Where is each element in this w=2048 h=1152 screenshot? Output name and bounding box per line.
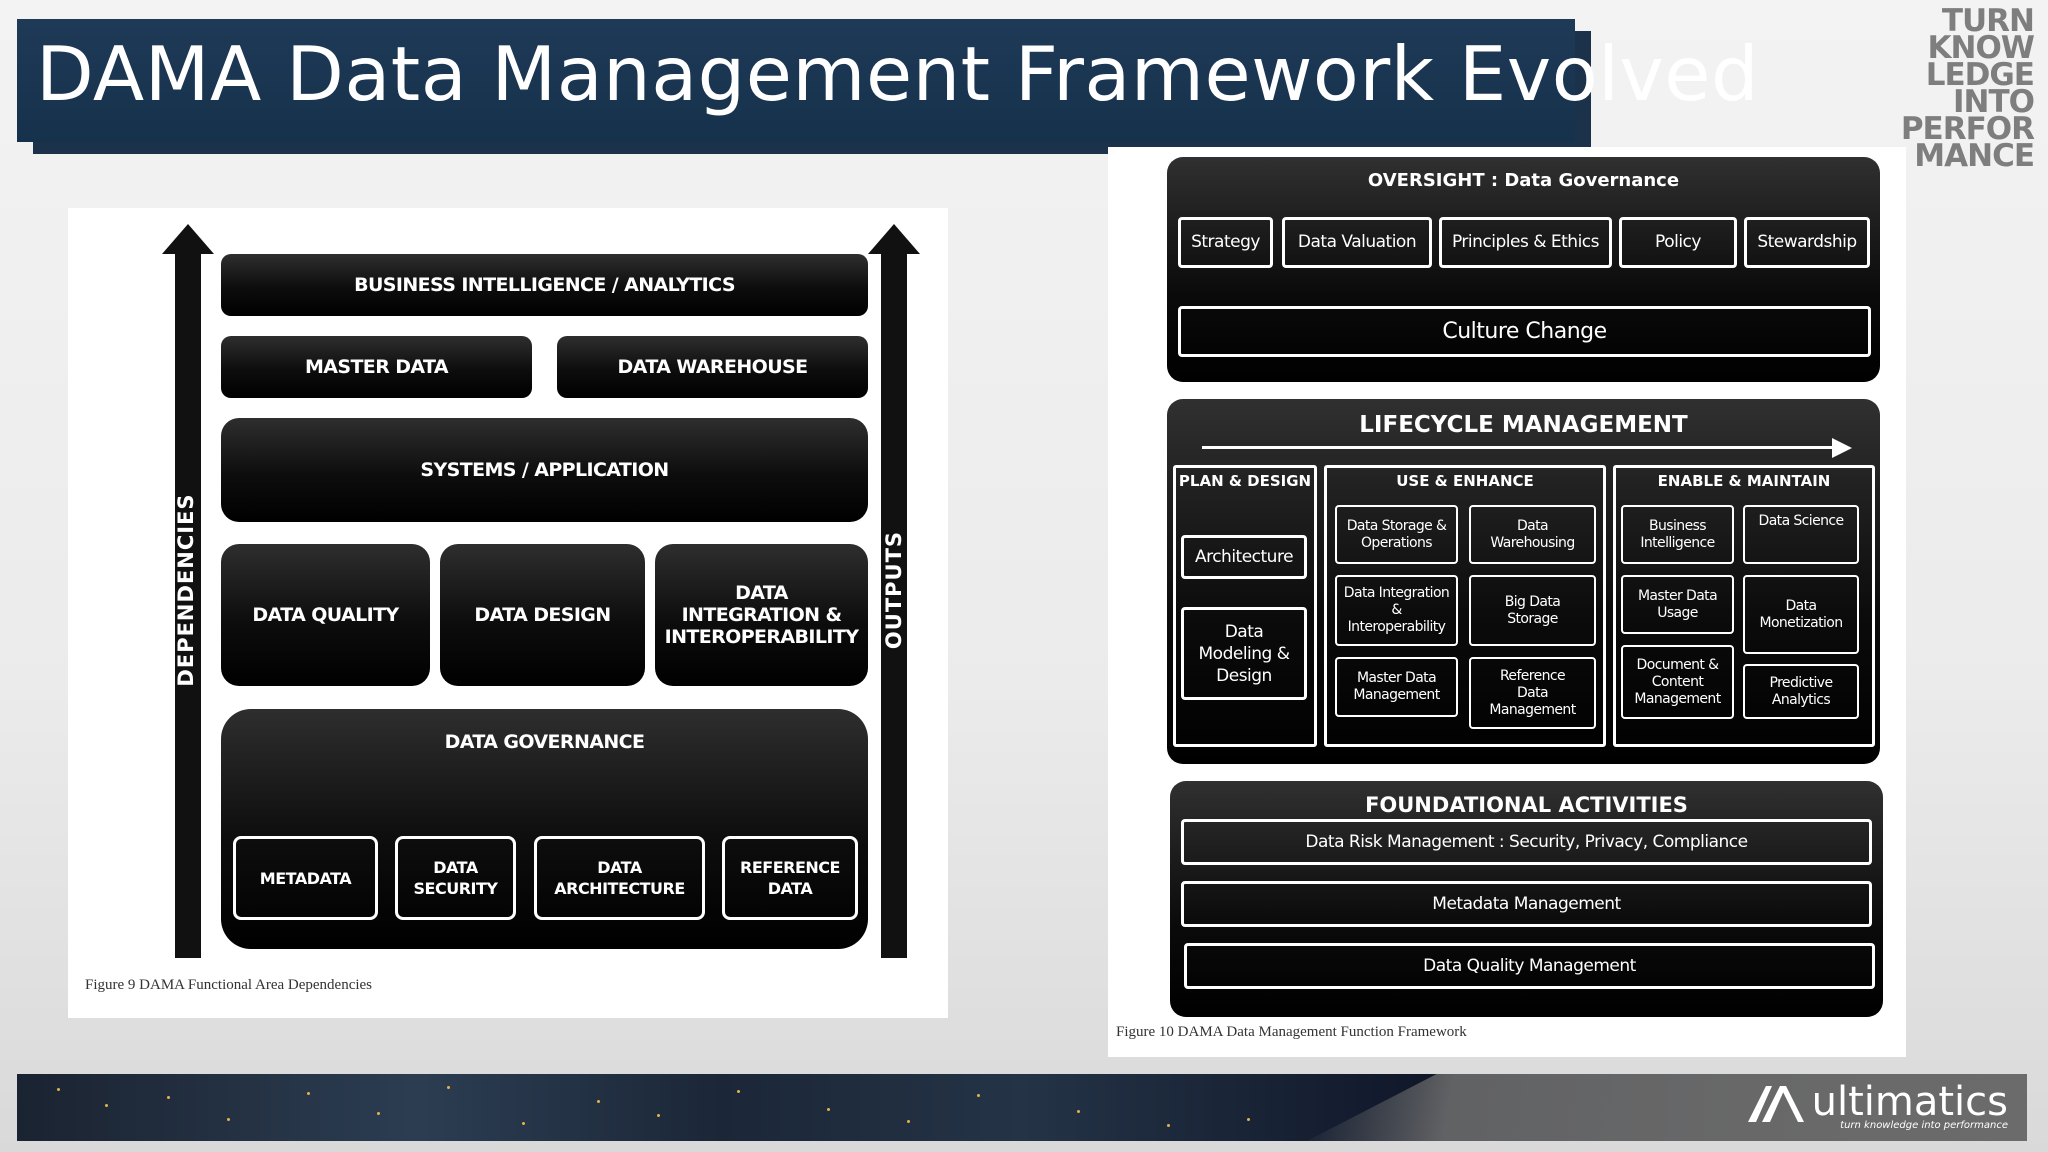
outputs-arrow: [881, 252, 907, 958]
reference-data-box: REFERENCE DATA: [722, 836, 858, 920]
enable-maintain-head: ENABLE & MAINTAIN: [1657, 472, 1831, 490]
slogan-line: KNOW: [1927, 30, 2035, 66]
bi-analytics-box: BUSINESS INTELLIGENCE / ANALYTICS: [221, 254, 868, 316]
culture-change-box: Culture Change: [1178, 306, 1871, 357]
data-quality-box: DATA QUALITY: [221, 544, 430, 686]
master-data-management-box: Master Data Management: [1335, 657, 1458, 717]
strategy-box: Strategy: [1178, 217, 1273, 268]
arrow-up-icon: [868, 224, 920, 254]
data-warehousing-box: Data Warehousing: [1469, 505, 1596, 564]
logo-text: ultimatics: [1811, 1079, 2008, 1125]
oversight-title: OVERSIGHT : Data Governance: [1367, 170, 1680, 191]
metadata-box: METADATA: [233, 836, 378, 920]
figure-caption: Figure 10 DAMA Data Management Function …: [1116, 1024, 1467, 1040]
oversight-section: OVERSIGHT : Data Governance Strategy Dat…: [1167, 157, 1880, 382]
function-framework-figure: OVERSIGHT : Data Governance Strategy Dat…: [1108, 147, 1906, 1057]
document-content-box: Document & Content Management: [1621, 645, 1734, 719]
foundational-section: FOUNDATIONAL ACTIVITIES Data Risk Manage…: [1170, 781, 1883, 1017]
policy-box: Policy: [1619, 217, 1737, 268]
enable-maintain-column: ENABLE & MAINTAIN Business Intelligence …: [1613, 465, 1875, 747]
slogan-line: INTO: [1953, 84, 2035, 120]
data-valuation-box: Data Valuation: [1282, 217, 1432, 268]
data-security-box: DATA SECURITY: [395, 836, 516, 920]
lifecycle-section: LIFECYCLE MANAGEMENT PLAN & DESIGN Archi…: [1167, 399, 1880, 764]
data-storage-box: Data Storage & Operations: [1335, 505, 1458, 564]
footer-wedge: [1307, 1074, 2027, 1141]
slogan-line: PERFOR: [1900, 111, 2035, 147]
data-warehouse-box: DATA WAREHOUSE: [557, 336, 868, 398]
logo-tagline: turn knowledge into performance: [1840, 1120, 2008, 1131]
company-logo: ultimatics: [1747, 1079, 2008, 1125]
use-enhance-head: USE & ENHANCE: [1396, 472, 1534, 490]
data-integration-box: DATA INTEGRATION & INTEROPERABILITY: [655, 544, 868, 686]
data-quality-management-box: Data Quality Management: [1184, 943, 1875, 989]
dependencies-figure: DEPENDENCIES OUTPUTS BUSINESS INTELLIGEN…: [68, 208, 948, 1018]
plan-design-column: PLAN & DESIGN Architecture Data Modeling…: [1173, 465, 1317, 747]
slogan: TURN KNOW LEDGE INTO PERFOR MANCE: [1884, 3, 2035, 174]
slogan-line: MANCE: [1914, 138, 2035, 174]
big-data-storage-box: Big Data Storage: [1469, 575, 1596, 646]
data-modeling-box: Data Modeling & Design: [1181, 607, 1307, 700]
data-governance-title: DATA GOVERNANCE: [444, 731, 645, 753]
architecture-box: Architecture: [1181, 535, 1307, 579]
foundational-title: FOUNDATIONAL ACTIVITIES: [1365, 793, 1688, 817]
use-enhance-column: USE & ENHANCE Data Storage & Operations …: [1324, 465, 1606, 747]
master-data-usage-box: Master Data Usage: [1621, 575, 1734, 634]
logo-m-icon: [1747, 1086, 1804, 1122]
arrow-right-icon: [1832, 438, 1852, 458]
data-design-box: DATA DESIGN: [440, 544, 645, 686]
data-integration-box: Data Integration & Interoperability: [1335, 575, 1458, 646]
page-title: DAMA Data Management Framework Evolved: [36, 30, 1760, 118]
metadata-management-box: Metadata Management: [1181, 881, 1872, 927]
principles-ethics-box: Principles & Ethics: [1439, 217, 1612, 268]
lifecycle-arrow-line: [1202, 446, 1842, 449]
reference-data-management-box: Reference Data Management: [1469, 657, 1596, 729]
plan-design-head: PLAN & DESIGN: [1178, 472, 1312, 490]
data-architecture-box: DATA ARCHITECTURE: [534, 836, 705, 920]
title-banner: [17, 19, 1575, 142]
lifecycle-title: LIFECYCLE MANAGEMENT: [1359, 412, 1688, 438]
figure-caption: Figure 9 DAMA Functional Area Dependenci…: [85, 977, 373, 993]
master-data-box: MASTER DATA: [221, 336, 532, 398]
data-governance-box: DATA GOVERNANCE: [221, 709, 868, 949]
slogan-line: LEDGE: [1925, 57, 2035, 93]
outputs-label: OUTPUTS: [882, 530, 906, 650]
slogan-line: TURN: [1941, 3, 2035, 39]
data-science-box: Data Science: [1743, 505, 1859, 564]
systems-application-box: SYSTEMS / APPLICATION: [221, 418, 868, 522]
stewardship-box: Stewardship: [1744, 217, 1870, 268]
dependencies-arrow: [175, 252, 201, 958]
business-intelligence-box: Business Intelligence: [1621, 505, 1734, 564]
footer-banner: [17, 1074, 2027, 1141]
dependencies-label: DEPENDENCIES: [174, 493, 198, 687]
predictive-analytics-box: Predictive Analytics: [1743, 664, 1859, 719]
data-risk-box: Data Risk Management : Security, Privacy…: [1181, 819, 1872, 865]
arrow-up-icon: [162, 224, 214, 254]
data-monetization-box: Data Monetization: [1743, 575, 1859, 654]
